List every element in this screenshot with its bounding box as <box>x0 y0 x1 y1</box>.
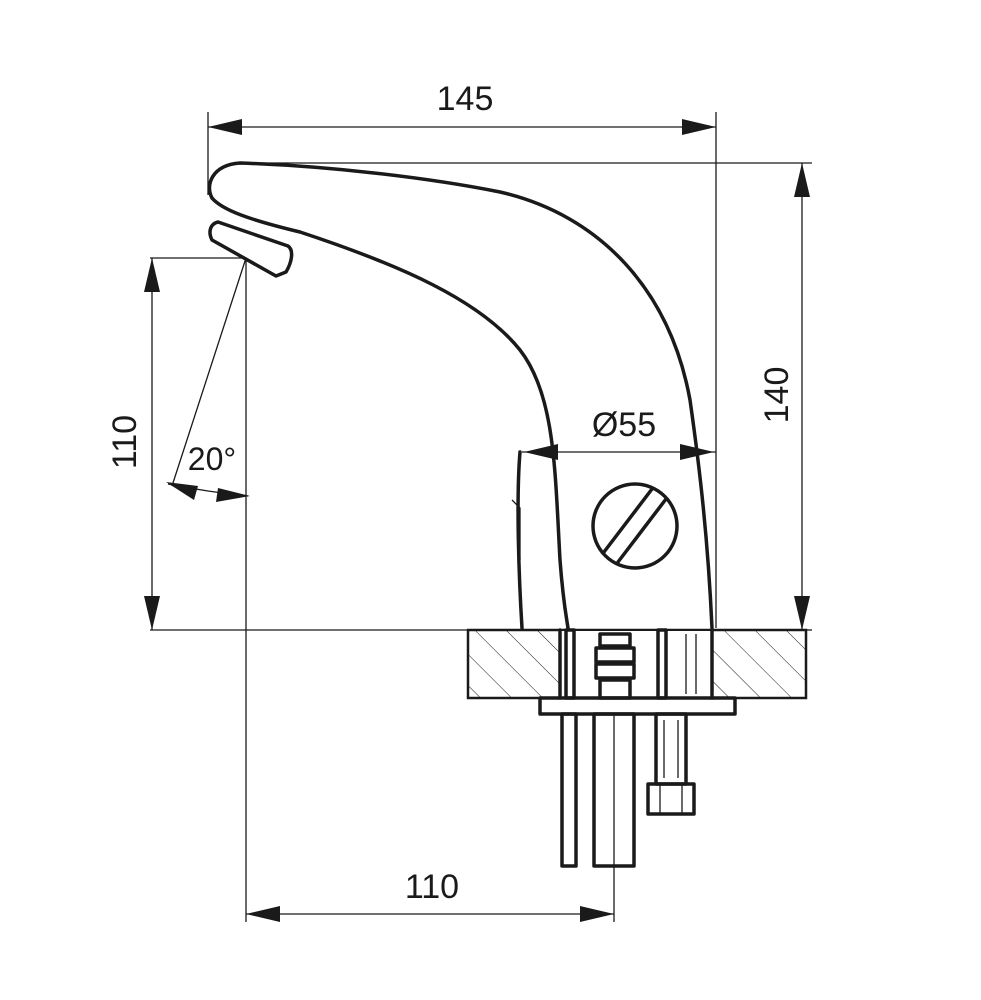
dim-overall-height: 140 <box>758 163 810 630</box>
countertop-section <box>466 628 808 700</box>
dim-spout-height: 110 <box>106 258 160 630</box>
dim-label-110-horizontal: 110 <box>405 868 459 906</box>
dim-overall-width: 145 <box>208 80 716 135</box>
dim-label-angle: 20° <box>188 441 236 477</box>
fixing-plate <box>538 696 737 716</box>
dim-spout-reach: 110 <box>246 868 614 922</box>
dim-body-diameter: Ø55 <box>522 406 716 460</box>
dim-label-140: 140 <box>758 367 796 424</box>
sensor-window <box>591 482 679 570</box>
cable-connector <box>646 712 696 816</box>
aerator-nozzle <box>208 220 294 278</box>
dim-label-145: 145 <box>437 80 494 118</box>
dim-label-110-vertical: 110 <box>106 415 144 469</box>
faucet-outline <box>207 161 714 630</box>
supply-pipes <box>560 712 636 868</box>
extension-lines <box>150 112 812 922</box>
dim-label-diameter: Ø55 <box>592 406 656 444</box>
dim-spray-angle: 20° <box>166 441 250 502</box>
